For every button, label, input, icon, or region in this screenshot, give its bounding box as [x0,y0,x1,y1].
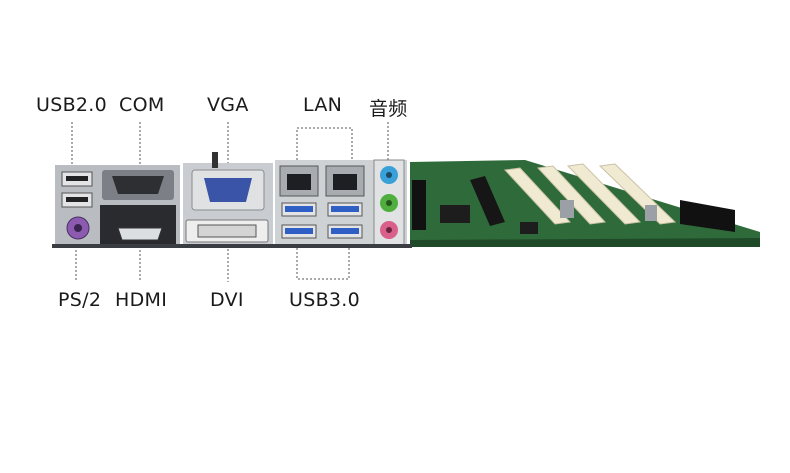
audio-label: 音频 [369,98,408,120]
chip-2 [520,222,538,234]
vga-label: VGA [207,94,249,116]
black-slot-1 [412,180,426,230]
dvi-label: DVI [210,289,244,311]
cap-2 [645,205,657,221]
usb2-label: USB2.0 [36,94,108,116]
com-label: COM [119,94,165,116]
lan-label: LAN [303,94,343,116]
hdmi-label: HDMI [115,289,168,311]
black-slot-2 [470,176,505,226]
ps2-label: PS/2 [58,289,102,311]
usb3-label: USB3.0 [289,289,361,311]
callout-lines [71,122,389,282]
hdmi-port [117,227,163,241]
chip-1 [440,205,470,223]
black-header [680,200,735,232]
lan-port-1 [279,165,319,197]
io-base-edge [52,244,412,248]
cap-1 [560,200,574,218]
pcb-shadow [410,238,760,247]
vga-antenna [212,152,218,168]
